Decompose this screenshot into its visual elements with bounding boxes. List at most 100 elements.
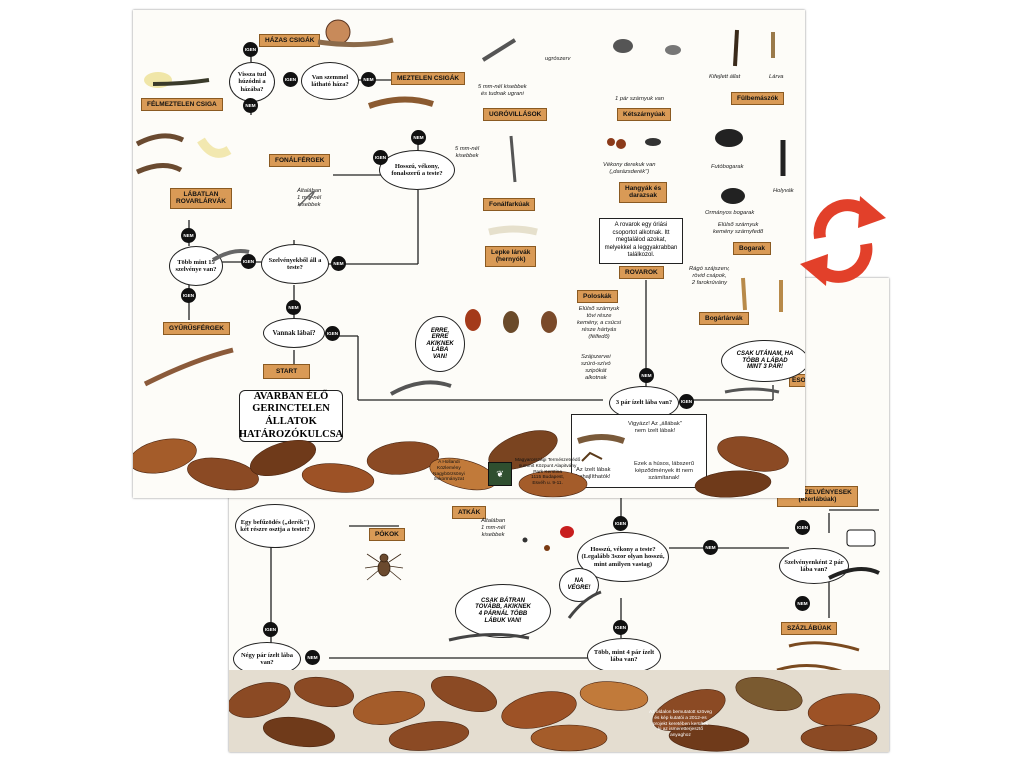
taxon-fonalfarkuak: Fonálfarkúak xyxy=(483,198,536,212)
node-segmented: Szelvényekből áll a teste? xyxy=(261,244,329,284)
yes-dot-seg: IGEN xyxy=(241,254,256,269)
taxon-hangyak: Hangyák és darazsak xyxy=(619,182,668,203)
refresh-arrows-icon xyxy=(800,196,886,286)
taxon-lepke-larvak: Lepke lárvák (hernyók) xyxy=(485,246,537,267)
ground-beetle-icon xyxy=(715,129,743,147)
atka-size-caption: Általában 1 mm-nél kisebbek xyxy=(481,518,506,538)
holyvak-caption: Holyvák xyxy=(773,188,794,194)
yes-dot-three: IGEN xyxy=(679,394,694,409)
yes-dot-seg: IGEN xyxy=(795,520,810,535)
no-dot-three: NEM xyxy=(639,368,654,383)
grub-icon xyxy=(197,137,232,158)
node-more4: Több, mint 4 pár ízelt lába van? xyxy=(587,638,661,674)
taxon-felmeztelen: FÉLMEZTELEN CSIGA xyxy=(141,98,223,112)
yes-dot-shell: IGEN xyxy=(283,72,298,87)
leaf-litter-bottom xyxy=(229,670,889,752)
no-dot-retract: NEM xyxy=(243,98,258,113)
pseudo-centipede-icon xyxy=(448,590,602,642)
springtail-icon xyxy=(481,38,517,62)
snail-icon xyxy=(317,19,394,48)
node-segment2: Szelvényenként 2 pár lába van? xyxy=(779,548,849,584)
slug-icon xyxy=(368,96,434,109)
no-dot-seg: NEM xyxy=(795,596,810,611)
node-long-thin: Hosszú, vékony, fonalszerű a teste? xyxy=(379,150,455,190)
weevil-icon xyxy=(721,188,745,204)
top-credit: A Hollandi Közlemény Nagybörzsönyi önkor… xyxy=(433,460,465,483)
no-dot-shell: NEM xyxy=(361,72,376,87)
taxon-meztelen-csigak: MEZTELEN CSIGÁK xyxy=(391,72,466,86)
node-body-parts: Egy befűzödés („derék") két részre osztj… xyxy=(235,504,315,548)
yes-dot-more15: IGEN xyxy=(181,288,196,303)
organization-logo: ❦ xyxy=(488,462,512,486)
bottom-credit: Az oldalon bemutatott szöveg és kép kuta… xyxy=(649,710,712,738)
fonal-size-caption: 5 mm-nél kisebbek xyxy=(455,146,480,159)
centipede-icon xyxy=(776,641,860,674)
taxon-ugrovillasok: UGRÓVILLÁSOK xyxy=(483,108,548,122)
node-legs: Vannak lábai? xyxy=(263,318,325,348)
poloska-szaj-caption: Szájszervei szúró-szívó szipókát alkotna… xyxy=(581,354,611,381)
taxon-bogarak: Bogarak xyxy=(733,242,772,256)
taxon-poloskak: Poloskák xyxy=(577,290,618,304)
millipede-top-icon xyxy=(390,380,780,396)
taxon-atkak: ATKÁK xyxy=(452,506,487,520)
ant-icon xyxy=(607,138,626,149)
bug-icon xyxy=(465,309,557,333)
semi-slug-icon xyxy=(144,72,210,88)
leaf-litter-top xyxy=(133,414,805,498)
warning-right-text: Ezek a húsos, lábszerű képződmények itt … xyxy=(634,461,694,481)
taxon-gyurusfergek: GYŰRŰSFÉRGEK xyxy=(163,322,230,336)
poloska-szarny-caption: Elülső szárnyuk tövi része kemény, a csú… xyxy=(577,306,622,340)
warning-top-text: Vigyázz! Az „állábak" nem ízelt lábak! xyxy=(628,421,682,434)
bogarlarva-caption: Rágó szájszerv, rövid csápok, 2 farokrúv… xyxy=(689,266,730,286)
nematode-icon xyxy=(298,190,315,207)
node-shell: Van szemmel látható háza? xyxy=(301,62,359,100)
speech-bubble-csak-utanam: CSAK UTÁNAM, HA TÖBB A LÁBAD MINT 3 PÁR! xyxy=(721,340,805,382)
spider-icon xyxy=(364,553,404,581)
top-credit-2: Magyarországi Természetvédő summit Közpu… xyxy=(515,458,581,486)
taxon-rovarok: ROVAROK xyxy=(619,266,664,280)
futobogarak-caption: Futóbogarak xyxy=(711,164,744,170)
taxon-fonalfergek: FONÁLFÉRGEK xyxy=(269,154,331,168)
bottom-creature-layer xyxy=(364,526,880,674)
wasp-icon xyxy=(645,138,661,146)
larva-caption: Lárva xyxy=(769,74,784,80)
no-dot-long: NEM xyxy=(703,540,718,555)
start-label: START xyxy=(263,364,311,380)
warning-left-text: Az ízelt lábak behajlíthatók! xyxy=(576,467,611,480)
kifejlett-caption: Kifejlett állat xyxy=(709,74,741,80)
no-dot-more15: NEM xyxy=(181,228,196,243)
ormanyos-caption: Ormányos bogarak xyxy=(705,210,755,216)
key-title: AVARBAN ÉLŐ GERINCTELEN ÁLLATOK HATÁROZÓ… xyxy=(239,390,343,442)
fonalfergek-size-caption: Általában 1 mm-nél kisebbek xyxy=(297,188,322,208)
caterpillar-icon xyxy=(577,434,626,462)
ugroszerv-caption: ugrószerv xyxy=(545,56,571,62)
speech-bubble-csak-batran: CSAK BÁTRAN TOVÁBB, AKIKNEK 4 PÁRNÁL TÖB… xyxy=(455,584,551,638)
mite-icon xyxy=(522,526,574,551)
taxon-bogarlarvak: Bogárlárvák xyxy=(699,312,749,326)
taxon-szazlabuak: SZÁZLÁBÚAK xyxy=(781,622,838,636)
earwig-icon xyxy=(733,29,775,67)
beetle-larva-icon xyxy=(741,277,783,312)
node-retract: Vissza tud húzódni a házába? xyxy=(229,62,275,102)
caterpillar-top-icon xyxy=(488,225,538,236)
yes-dot: IGEN xyxy=(263,622,278,637)
ketszarny-caption: 1 pár szárnyuk van xyxy=(615,96,664,102)
yes-dot-legs: IGEN xyxy=(325,326,340,341)
taxon-hazas-csigak: HÁZAS CSIGÁK xyxy=(259,34,321,48)
taxon-labatlan: LÁBATLAN ROVARLÁRVÁK xyxy=(170,188,232,209)
bristletail-icon xyxy=(509,135,517,183)
no-dot-thin: NEM xyxy=(411,130,426,145)
larva-icon xyxy=(135,133,185,175)
ugro-size-caption: 5 mm-nél kisebbek és tudnak ugrani xyxy=(478,84,527,97)
yes-dot-thin: IGEN xyxy=(373,150,388,165)
no-dot-seg: NEM xyxy=(331,256,346,271)
bogar-szarny-caption: Elülső szárnyuk kemény szárnyfedő xyxy=(713,222,764,235)
fly-icon xyxy=(613,39,681,55)
worm-icon xyxy=(211,249,250,262)
top-creature-layer xyxy=(135,19,786,396)
taxon-ketszarnyuak: Kétszárnyúak xyxy=(617,108,672,122)
taxon-pokok: PÓKOK xyxy=(369,528,405,542)
node-more15: Több mint 15 szelvénye van? xyxy=(169,246,223,286)
yes-dot-more4: IGEN xyxy=(613,620,628,635)
rovarok-info-box: A rovarok egy óriási csoportot alkotnak.… xyxy=(599,218,683,264)
